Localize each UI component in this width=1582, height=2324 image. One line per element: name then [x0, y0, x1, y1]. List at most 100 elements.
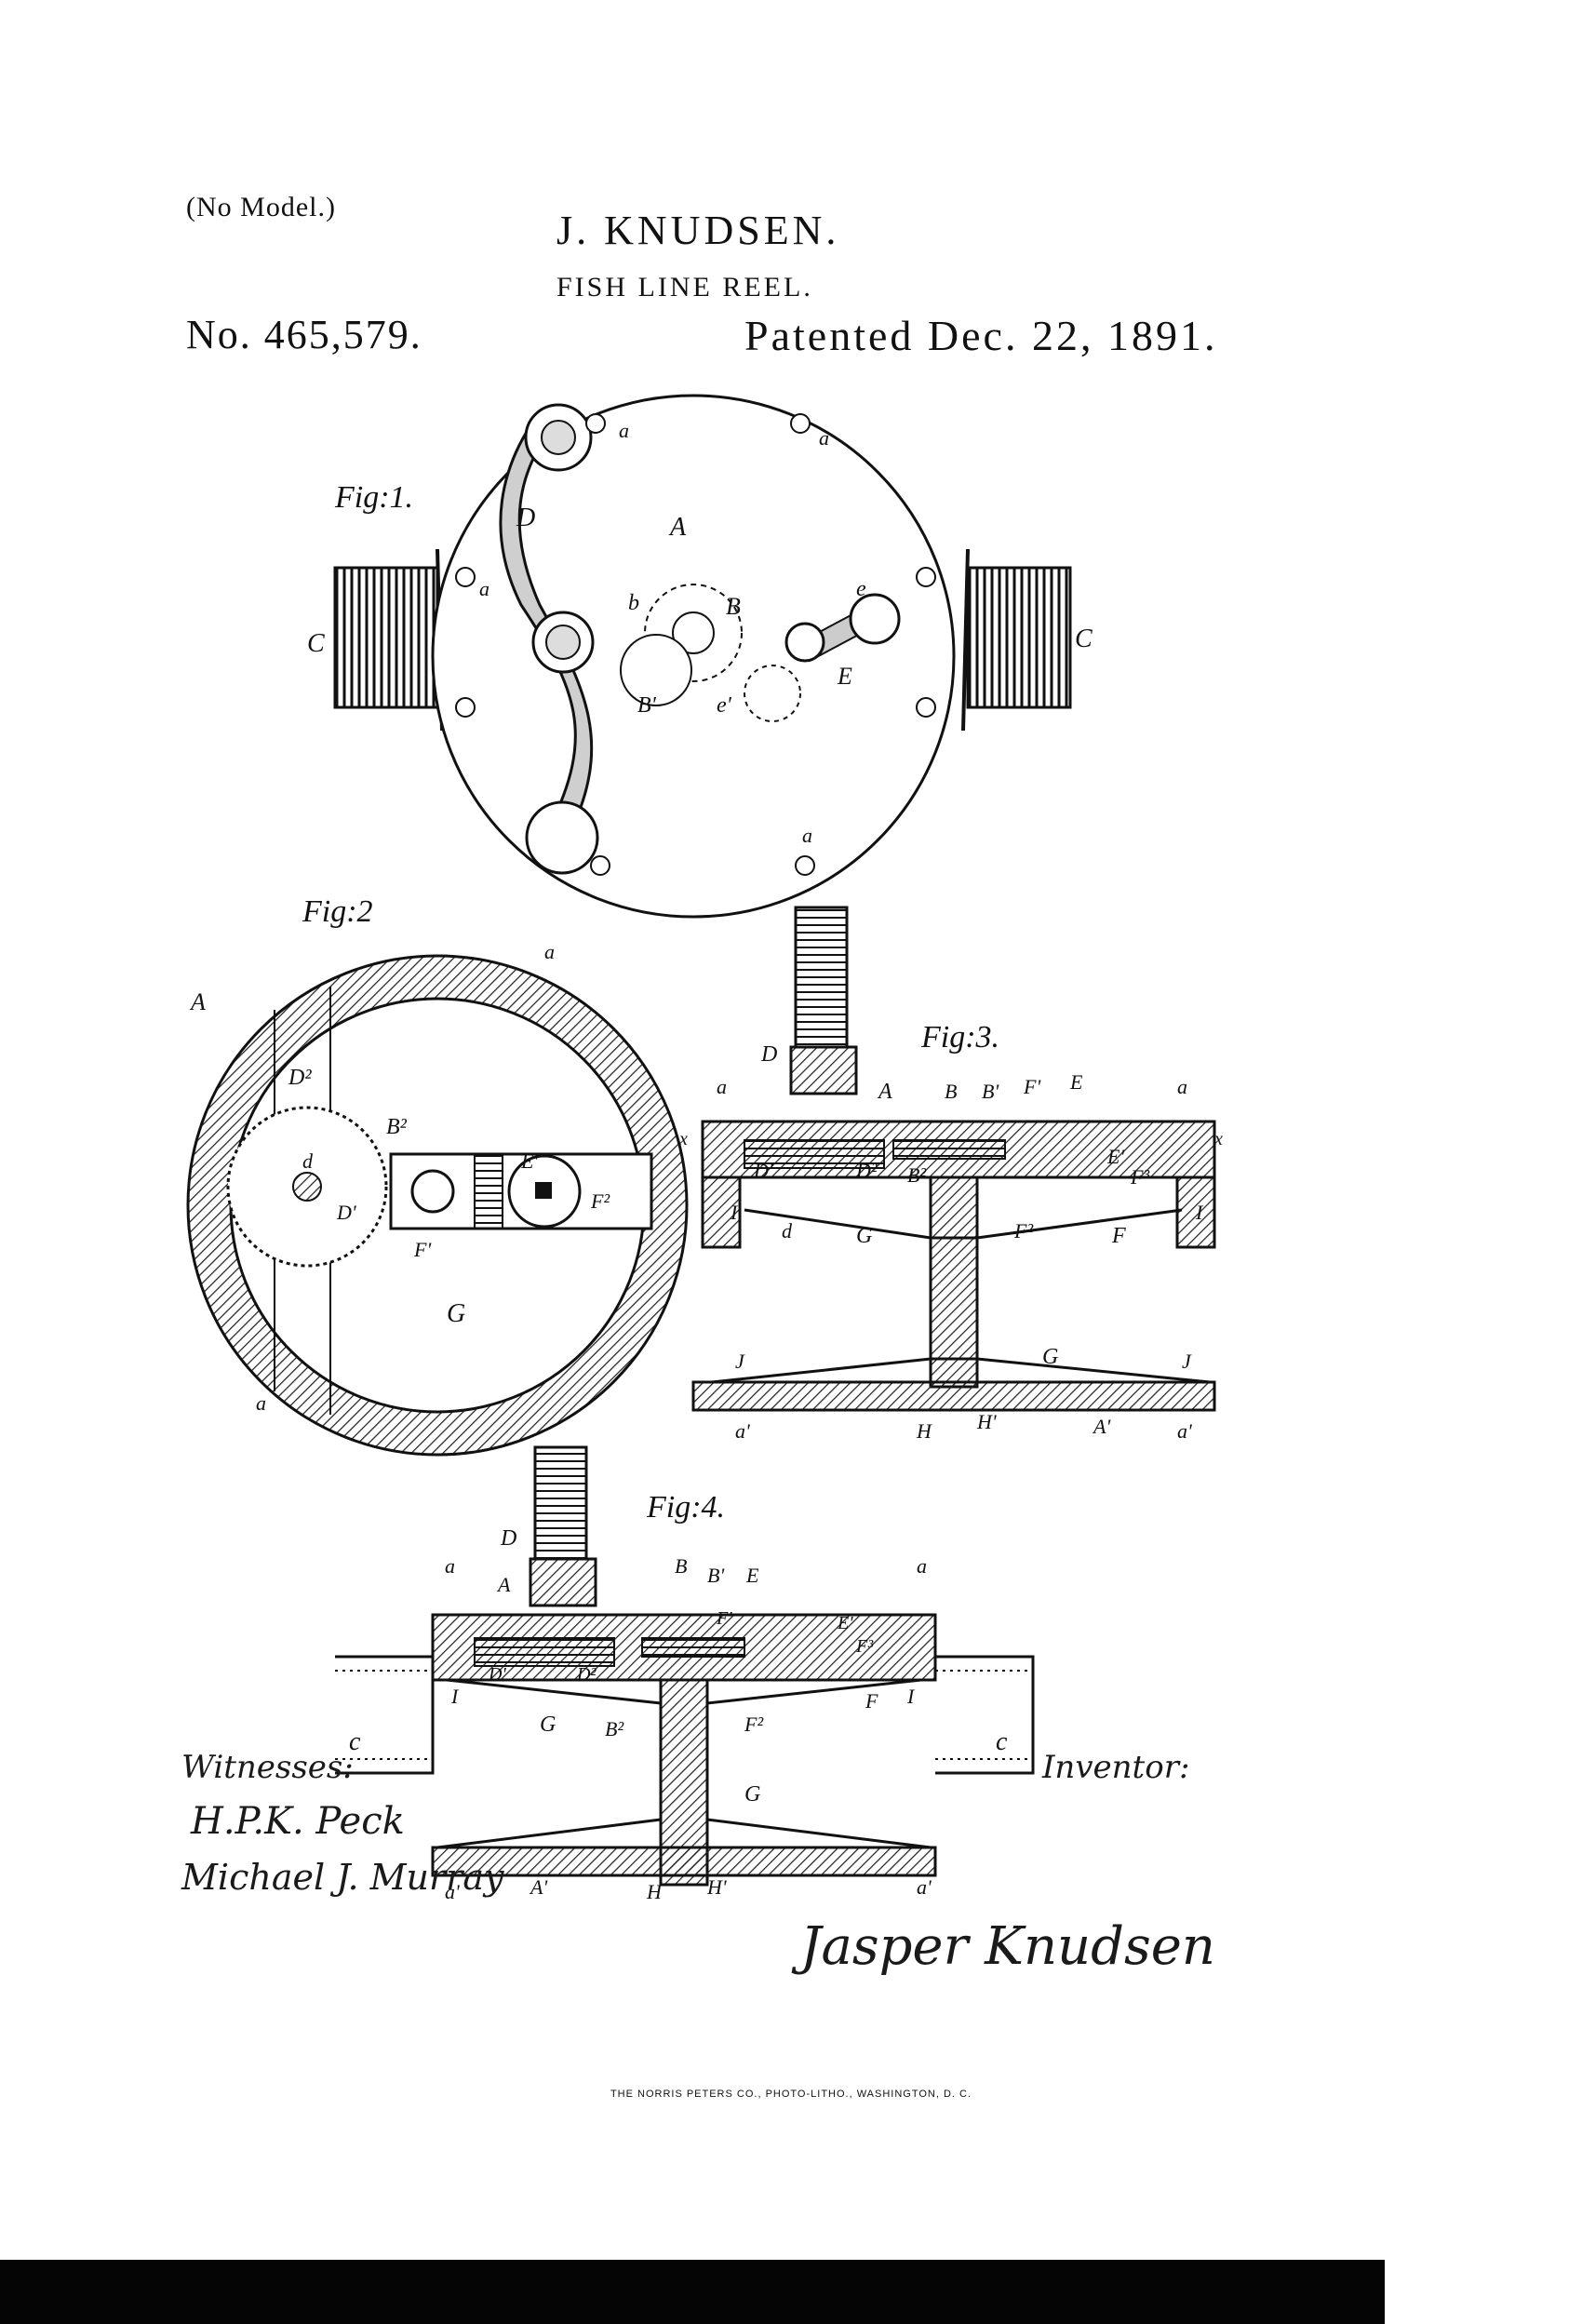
- label-a1-fig4-2: a': [917, 1875, 932, 1899]
- label-a-fig3-2: a: [1177, 1075, 1187, 1098]
- label-D-fig4: D: [500, 1526, 516, 1551]
- label-I-fig3-1: I: [730, 1201, 739, 1224]
- label-a-fig1-3: a: [479, 577, 489, 600]
- label-J-fig3-2: J: [1182, 1350, 1192, 1373]
- no-model-note: (No Model.): [186, 192, 336, 222]
- fig4-label: Fig:4.: [646, 1490, 725, 1525]
- label-E-fig1: E: [837, 663, 852, 690]
- label-C-fig4-2: c: [996, 1727, 1008, 1756]
- inventor-label: Inventor:: [1041, 1749, 1189, 1786]
- label-d-fig2: d: [302, 1149, 314, 1173]
- label-B2-fig3: B²: [907, 1163, 926, 1187]
- patent-date: Patented Dec. 22, 1891.: [744, 312, 1218, 359]
- label-a-fig4-2: a: [917, 1554, 927, 1578]
- fig3-label: Fig:3.: [920, 1020, 999, 1055]
- inventor-name: J. KNUDSEN.: [556, 208, 840, 253]
- label-A-fig3: A: [877, 1080, 892, 1104]
- label-a-fig1-4: a: [802, 824, 812, 847]
- patent-number: No. 465,579.: [186, 312, 422, 357]
- label-I-fig3-2: I: [1195, 1201, 1204, 1224]
- label-G-fig3-1: G: [856, 1224, 872, 1248]
- label-A-fig4: A: [496, 1573, 511, 1596]
- figure-3: Fig:3. D A B B' F' E a a x x D' D² B² E'…: [678, 906, 1223, 1443]
- printer-credit: THE NORRIS PETERS CO., PHOTO-LITHO., WAS…: [610, 2089, 972, 2100]
- witness-signature-2: Michael J. Murray: [181, 1857, 504, 1898]
- label-a1-fig3-1: a': [735, 1419, 750, 1443]
- label-C-fig4-1: c: [349, 1727, 361, 1756]
- label-a-fig2-1: a: [544, 940, 555, 963]
- witness-signature-1: H.P.K. Peck: [190, 1800, 405, 1843]
- label-D-fig1: D: [516, 504, 535, 532]
- crank-knob: [525, 800, 599, 875]
- label-a-fig1-1: a: [619, 419, 629, 442]
- label-F3-fig4: F³: [855, 1636, 874, 1657]
- label-B2-fig4: B²: [605, 1717, 623, 1740]
- label-a1-fig3-2: a': [1177, 1419, 1192, 1443]
- label-B2-fig2: B²: [386, 1115, 408, 1139]
- label-H1-fig3: H': [976, 1410, 997, 1433]
- label-b: b: [628, 591, 639, 615]
- scan-border: [0, 2260, 1385, 2324]
- label-B1-fig4: B': [707, 1564, 724, 1587]
- witnesses-label: Witnesses:: [181, 1749, 354, 1786]
- label-B-fig4: B: [675, 1554, 687, 1578]
- label-A1-fig4: A': [529, 1875, 547, 1899]
- label-D1-fig3: D': [753, 1159, 773, 1182]
- fig1-label: Fig:1.: [334, 480, 413, 515]
- figure-4: Fig:4. D a A B B' E a F' E' F³ D' D² I I…: [335, 1445, 1035, 1903]
- label-D1-fig4: D': [488, 1664, 506, 1685]
- label-E-fig4: E: [745, 1564, 759, 1587]
- right-threaded-nipple: [966, 566, 1072, 709]
- label-E-fig3: E: [1069, 1070, 1083, 1094]
- label-G-fig4-2: G: [744, 1782, 760, 1807]
- label-D1-fig2: D': [336, 1201, 356, 1224]
- label-C-left: C: [307, 629, 325, 658]
- label-a-fig1-2: a: [819, 426, 829, 450]
- label-F1-fig4: F': [716, 1608, 732, 1629]
- figure-1: Fig:1. C C A D B b B' e e' E a a a a: [307, 394, 1093, 919]
- label-D-fig3: D: [760, 1042, 777, 1067]
- label-e1: e': [717, 693, 732, 718]
- label-E1-fig3: E': [1106, 1145, 1124, 1168]
- label-e: e: [856, 577, 866, 601]
- label-B-fig1: B: [726, 593, 741, 620]
- figure-2: Fig:2 A D² B² d D' E' F² F' G a a: [186, 894, 689, 1457]
- label-E1-fig2: E': [520, 1149, 538, 1173]
- label-F-fig4: F: [865, 1689, 878, 1713]
- label-a-fig3-1: a: [717, 1075, 727, 1098]
- label-F2-fig4: F²: [744, 1713, 763, 1736]
- fig2-label: Fig:2: [302, 894, 373, 929]
- label-H1-fig4: H': [706, 1875, 727, 1899]
- label-C-right: C: [1075, 625, 1093, 653]
- label-D2-fig4: D²: [576, 1664, 597, 1685]
- label-F2-fig3: F²: [1013, 1219, 1033, 1243]
- label-G-fig3-2: G: [1042, 1345, 1058, 1369]
- label-D2-fig3: D²: [855, 1159, 878, 1182]
- left-threaded-nipple: [333, 566, 439, 709]
- inventor-signature: Jasper Knudsen: [791, 1916, 1215, 1977]
- label-B1-fig3: B': [982, 1080, 999, 1103]
- label-A-fig1: A: [668, 513, 687, 542]
- label-H-fig4: H: [646, 1880, 663, 1903]
- label-F2-fig2: F²: [590, 1189, 610, 1213]
- label-I-fig4-2: I: [906, 1685, 916, 1708]
- label-F-fig3: F: [1111, 1224, 1126, 1248]
- label-x-fig3-1: x: [678, 1129, 688, 1149]
- label-A1-fig3: A': [1092, 1415, 1110, 1438]
- label-F1-fig3: F': [1023, 1075, 1040, 1098]
- label-a-fig4-1: a: [445, 1554, 455, 1578]
- label-d-fig3: d: [782, 1219, 793, 1243]
- label-G-fig2: G: [447, 1299, 465, 1328]
- label-F3-fig3: F³: [1130, 1165, 1149, 1189]
- label-a-fig2-2: a: [256, 1391, 266, 1415]
- label-B1-fig1: B': [637, 693, 657, 718]
- label-I-fig4-1: I: [450, 1685, 460, 1708]
- label-E1-fig4: E': [837, 1613, 853, 1633]
- label-F1-fig2: F': [413, 1238, 431, 1261]
- label-J-fig3-1: J: [735, 1350, 745, 1373]
- label-H-fig3: H: [916, 1419, 932, 1443]
- label-G-fig4-1: G: [540, 1713, 556, 1737]
- label-D2-fig2: D²: [288, 1066, 312, 1090]
- label-x-fig3-2: x: [1213, 1129, 1223, 1149]
